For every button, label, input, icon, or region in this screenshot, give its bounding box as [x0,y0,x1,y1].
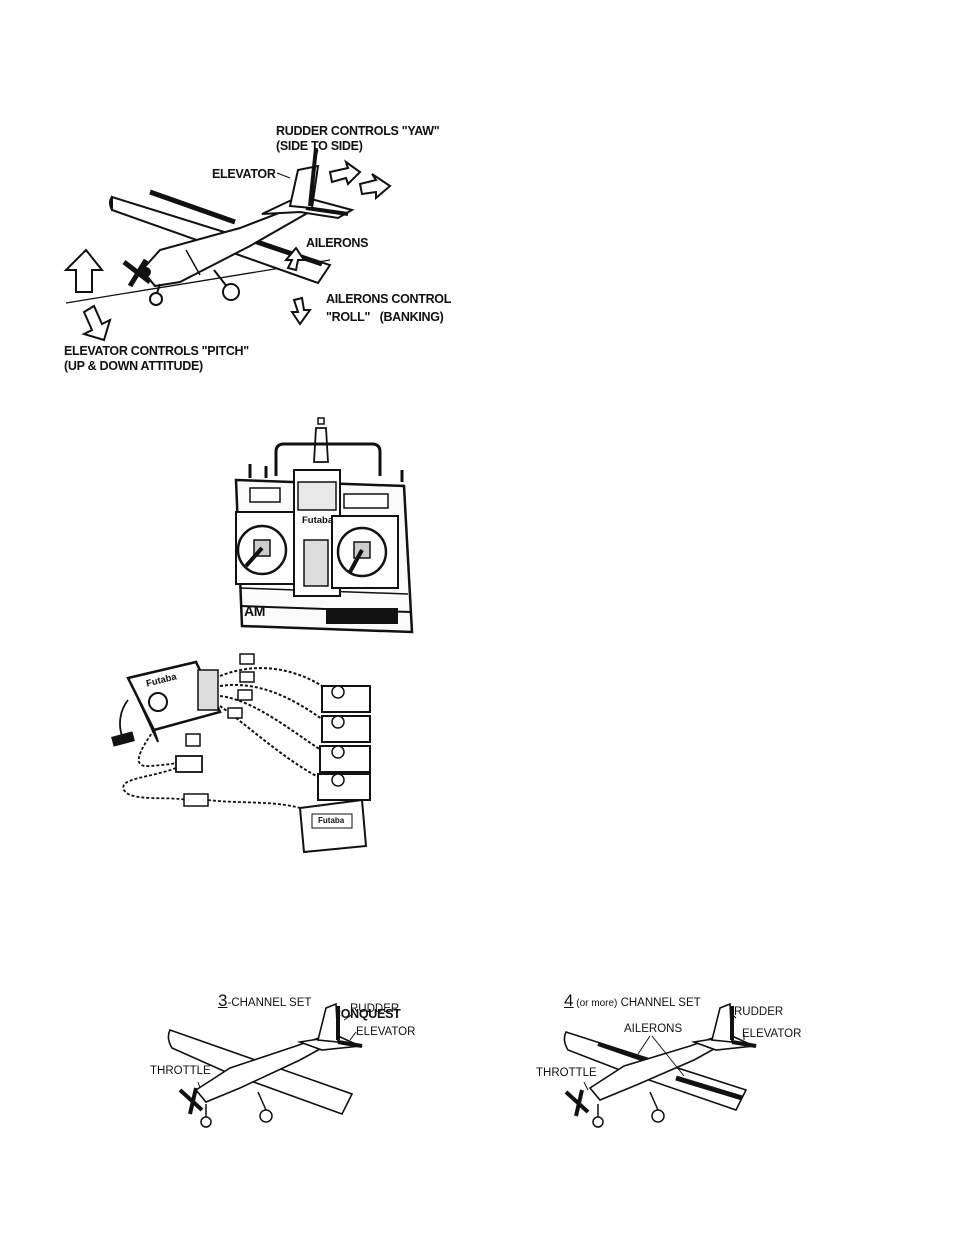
three-channel-figure: 3-CHANNEL SET RUDDER ELEVATOR THROTTLE [0,980,470,1140]
four-channel-throttle-label: THROTTLE [536,1067,597,1079]
up-down-attitude-label: (UP & DOWN ATTITUDE) [64,359,203,373]
receiver-servo-figure: Futaba Futaba [0,650,954,860]
three-channel-number: 3 [218,991,228,1010]
ailerons-control-label: AILERONS CONTROL [326,292,452,306]
receiver-servo-drawing [111,653,371,854]
three-channel-title: 3-CHANNEL SET [218,991,312,1010]
four-channel-number: 4 [564,991,574,1010]
three-channel-rudder-label: RUDDER [350,1003,400,1015]
transmitter-model-label: CONQUEST [332,1007,401,1021]
three-channel-drawing [167,1002,364,1128]
side-to-side-label: (SIDE TO SIDE) [276,139,363,153]
four-channel-rudder-label: RUDDER [734,1006,784,1018]
transmitter-brand: Futaba [302,515,334,526]
three-channel-elevator-label: ELEVATOR [356,1026,416,1038]
battery-brand: Futaba [318,816,345,825]
transmitter-drawing [234,417,414,634]
control-surfaces-drawing [63,147,392,342]
roll-banking-label: "ROLL" (BANKING) [326,310,444,324]
rudder-controls-label: RUDDER CONTROLS "YAW" [276,124,440,138]
control-surfaces-figure: RUDDER CONTROLS "YAW" (SIDE TO SIDE) ELE… [0,0,954,380]
transmitter-figure: Futaba AM CONQUEST [0,400,954,1021]
transmitter-am-label: AM [244,603,266,619]
elevator-controls-pitch-label: ELEVATOR CONTROLS "PITCH" [64,344,249,358]
four-channel-elevator-label: ELEVATOR [742,1028,802,1040]
ailerons-label: AILERONS [306,236,369,250]
four-channel-figure: 4 (or more) CHANNEL SET AILERONS RUDDER … [480,980,954,1140]
elevator-label: ELEVATOR [212,167,276,181]
four-channel-title-text: CHANNEL SET [617,997,701,1009]
three-channel-throttle-label: THROTTLE [150,1065,211,1077]
four-channel-title: 4 (or more) CHANNEL SET [564,991,701,1011]
three-channel-title-text: -CHANNEL SET [227,997,312,1009]
four-channel-drawing [563,1002,758,1128]
four-channel-or-more: (or more) [573,998,618,1009]
four-channel-ailerons-label: AILERONS [624,1023,683,1035]
